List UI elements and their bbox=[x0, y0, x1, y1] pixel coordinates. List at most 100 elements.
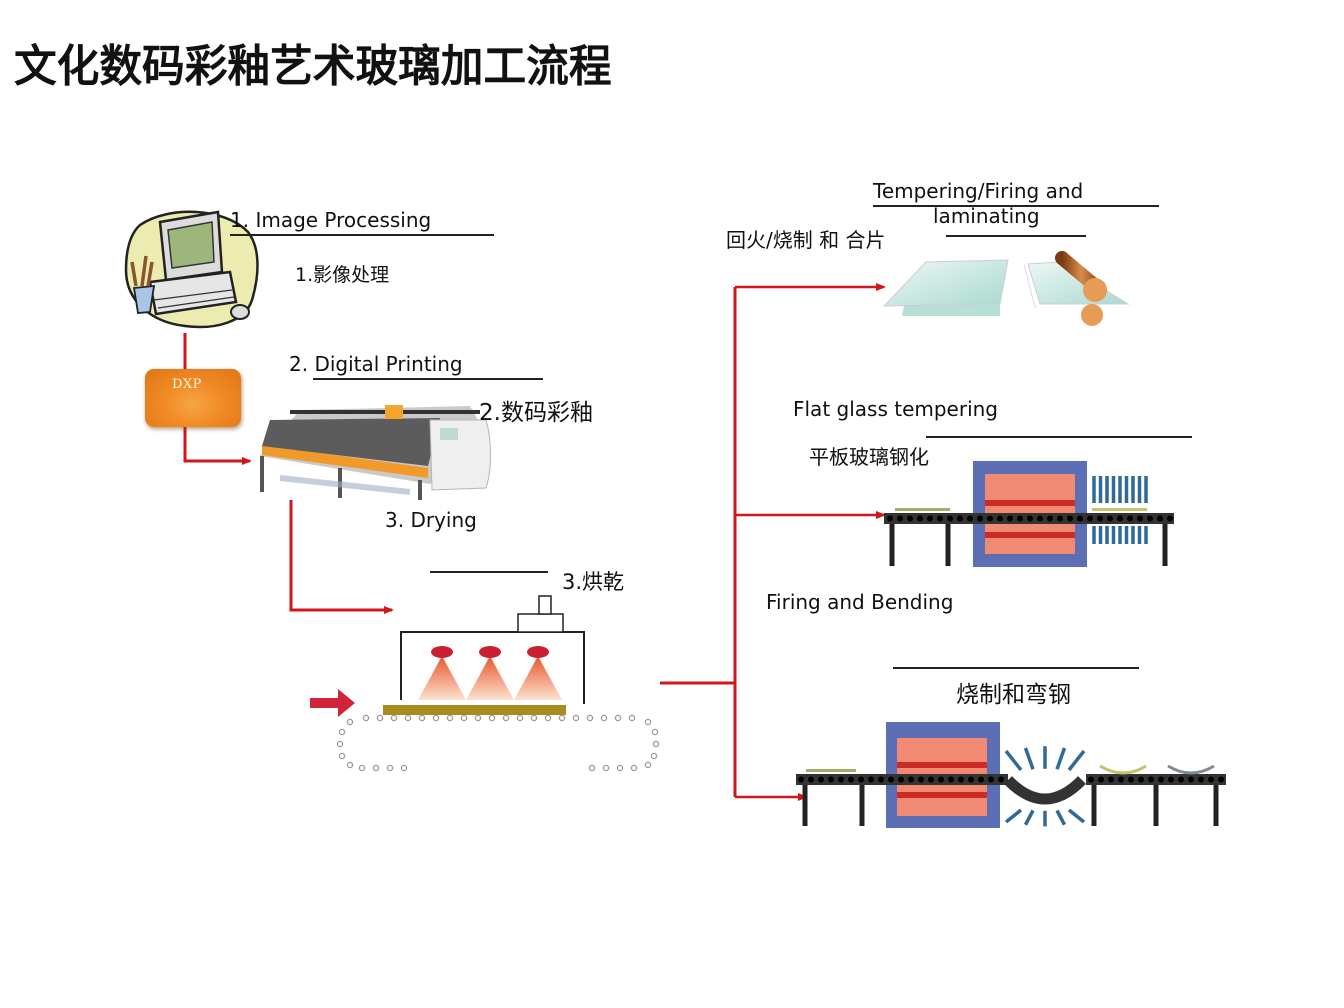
conveyor-roller bbox=[404, 714, 412, 722]
conveyor-roller bbox=[628, 714, 636, 722]
roller-dot bbox=[1097, 515, 1103, 522]
roller-dot bbox=[928, 776, 934, 783]
conveyor-roller bbox=[400, 764, 408, 772]
conveyor-roller bbox=[588, 764, 596, 772]
roller-dot bbox=[878, 776, 884, 783]
roller-dot bbox=[988, 776, 994, 783]
roller-dot bbox=[927, 515, 933, 522]
page-title: 文化数码彩釉艺术玻璃加工流程 bbox=[14, 41, 612, 92]
roller-dot bbox=[967, 515, 973, 522]
roller-dot bbox=[1007, 515, 1013, 522]
branch1-underline-2 bbox=[946, 235, 1086, 237]
conveyor-roller bbox=[376, 714, 384, 722]
conveyor-roller bbox=[558, 714, 566, 722]
roller-dot bbox=[868, 776, 874, 783]
step3-label-zh: 3.烘乾 bbox=[562, 570, 625, 594]
roller-dot bbox=[828, 776, 834, 783]
roller-dot bbox=[1178, 776, 1184, 783]
conveyor-roller bbox=[630, 764, 638, 772]
conveyor-roller bbox=[336, 740, 344, 748]
conveyor-roller bbox=[644, 718, 652, 726]
roller-dot bbox=[1127, 515, 1133, 522]
quench-arrow bbox=[1023, 809, 1035, 826]
roller-dot bbox=[918, 776, 924, 783]
conveyor-roller bbox=[488, 714, 496, 722]
roller-dot bbox=[1147, 515, 1153, 522]
quench-arrow bbox=[1004, 749, 1023, 772]
roller-dot bbox=[968, 776, 974, 783]
bending-furnace-icon bbox=[796, 722, 1226, 828]
roller-dot bbox=[907, 515, 913, 522]
roller-dot bbox=[958, 776, 964, 783]
roller-dot bbox=[937, 515, 943, 522]
conveyor-roller bbox=[586, 714, 594, 722]
conveyor-roller bbox=[390, 714, 398, 722]
roller-dot bbox=[798, 776, 804, 783]
roller-dot bbox=[1027, 515, 1033, 522]
roller-dot bbox=[1057, 515, 1063, 522]
roller-dot bbox=[818, 776, 824, 783]
roller-dot bbox=[1158, 776, 1164, 783]
roller-dot bbox=[1208, 776, 1214, 783]
roller-dot bbox=[978, 776, 984, 783]
roller-dot bbox=[887, 515, 893, 522]
roller-dot bbox=[917, 515, 923, 522]
conveyor-roller bbox=[346, 718, 354, 726]
conveyor-roller bbox=[432, 714, 440, 722]
roller-dot bbox=[1117, 515, 1123, 522]
roller-dot bbox=[1047, 515, 1053, 522]
branch1-underline-1 bbox=[873, 205, 1159, 207]
roller-dot bbox=[858, 776, 864, 783]
roller-dot bbox=[1108, 776, 1114, 783]
quench-arrow bbox=[1055, 809, 1067, 826]
arrow-image-to-printing bbox=[183, 333, 252, 465]
branch3-label-zh: 烧制和弯钢 bbox=[956, 682, 1071, 708]
roller-dot bbox=[997, 515, 1003, 522]
branch2-label-en: Flat glass tempering bbox=[793, 397, 998, 421]
conveyor-roller bbox=[544, 714, 552, 722]
roller-dot bbox=[1138, 776, 1144, 783]
conveyor-roller bbox=[572, 714, 580, 722]
conveyor-roller bbox=[386, 764, 394, 772]
quench-arrow bbox=[1004, 808, 1023, 824]
quench-arrow bbox=[1023, 747, 1035, 770]
roller-dot bbox=[808, 776, 814, 783]
conveyor-roller bbox=[652, 740, 660, 748]
roller-dot bbox=[1168, 776, 1174, 783]
conveyor-roller bbox=[358, 764, 366, 772]
conveyor-roller bbox=[338, 728, 346, 736]
conveyor-roller bbox=[502, 714, 510, 722]
roller-dot bbox=[1128, 776, 1134, 783]
roller-dot bbox=[1118, 776, 1124, 783]
roller-dot bbox=[1218, 776, 1224, 783]
roller-dot bbox=[1137, 515, 1143, 522]
conveyor-roller bbox=[338, 752, 346, 760]
flatbed-printer-icon bbox=[260, 405, 491, 500]
roller-dot bbox=[908, 776, 914, 783]
roller-dot bbox=[1148, 776, 1154, 783]
conveyor-roller bbox=[651, 728, 659, 736]
step3-label-en: 3. Drying bbox=[385, 508, 477, 532]
roller-dot bbox=[1077, 515, 1083, 522]
roller-dot bbox=[1037, 515, 1043, 522]
roller-dot bbox=[948, 776, 954, 783]
roller-dot bbox=[897, 515, 903, 522]
branch3-underline bbox=[893, 667, 1139, 669]
conveyor-roller bbox=[446, 714, 454, 722]
conveyor-roller bbox=[346, 761, 354, 769]
step1-label-en: 1. Image Processing bbox=[230, 208, 432, 232]
drying-oven-icon bbox=[336, 595, 660, 772]
branch1-label-zh: 回火/烧制 和 合片 bbox=[726, 228, 886, 252]
dxp-label: DXP bbox=[172, 377, 202, 392]
roller-dot bbox=[838, 776, 844, 783]
roller-dot bbox=[1098, 776, 1104, 783]
quench-arrow bbox=[1067, 749, 1086, 772]
conveyor-roller bbox=[516, 714, 524, 722]
branch1-label-en-2: laminating bbox=[933, 204, 1040, 228]
roller-dot bbox=[977, 515, 983, 522]
roller-dot bbox=[1067, 515, 1073, 522]
roller-dot bbox=[848, 776, 854, 783]
step3-underline bbox=[430, 571, 548, 573]
step2-label-en: 2. Digital Printing bbox=[289, 352, 463, 376]
